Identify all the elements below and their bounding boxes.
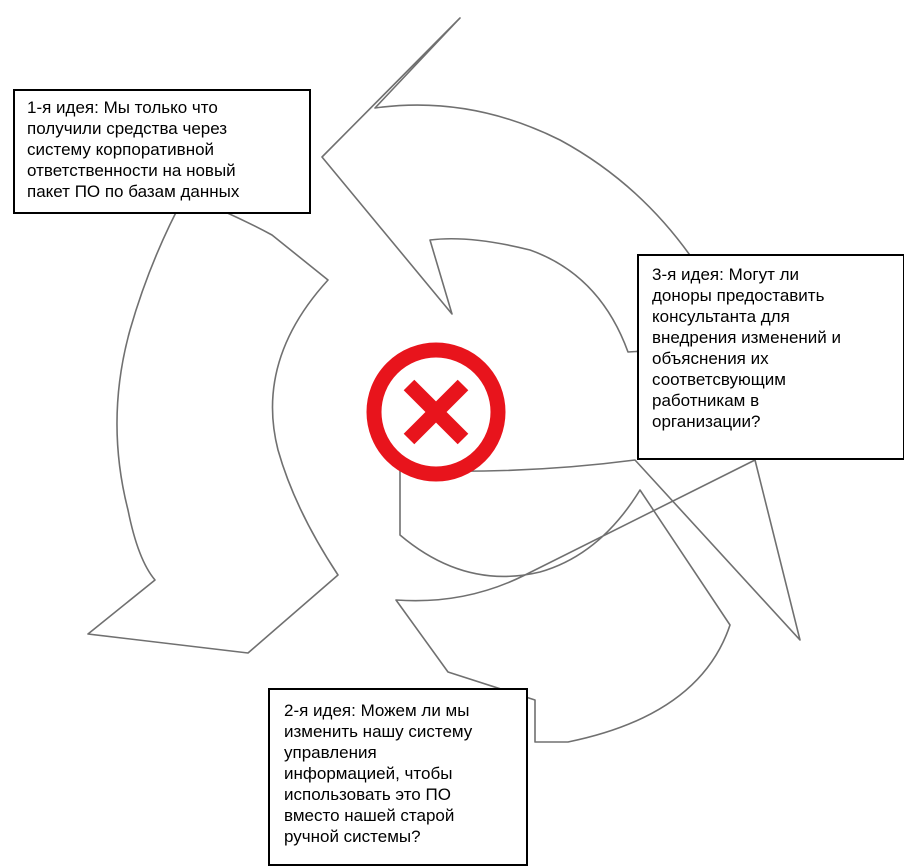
- idea-2-box: 2-я идея: Можем ли мы изменить нашу сист…: [268, 688, 528, 866]
- cycle-arrow-left: [87, 194, 339, 654]
- idea-3-box: 3-я идея: Могут ли доноры предоставить к…: [637, 254, 904, 460]
- cancel-icon: [366, 342, 506, 482]
- idea-1-box: 1-я идея: Мы только что получили средств…: [13, 89, 311, 214]
